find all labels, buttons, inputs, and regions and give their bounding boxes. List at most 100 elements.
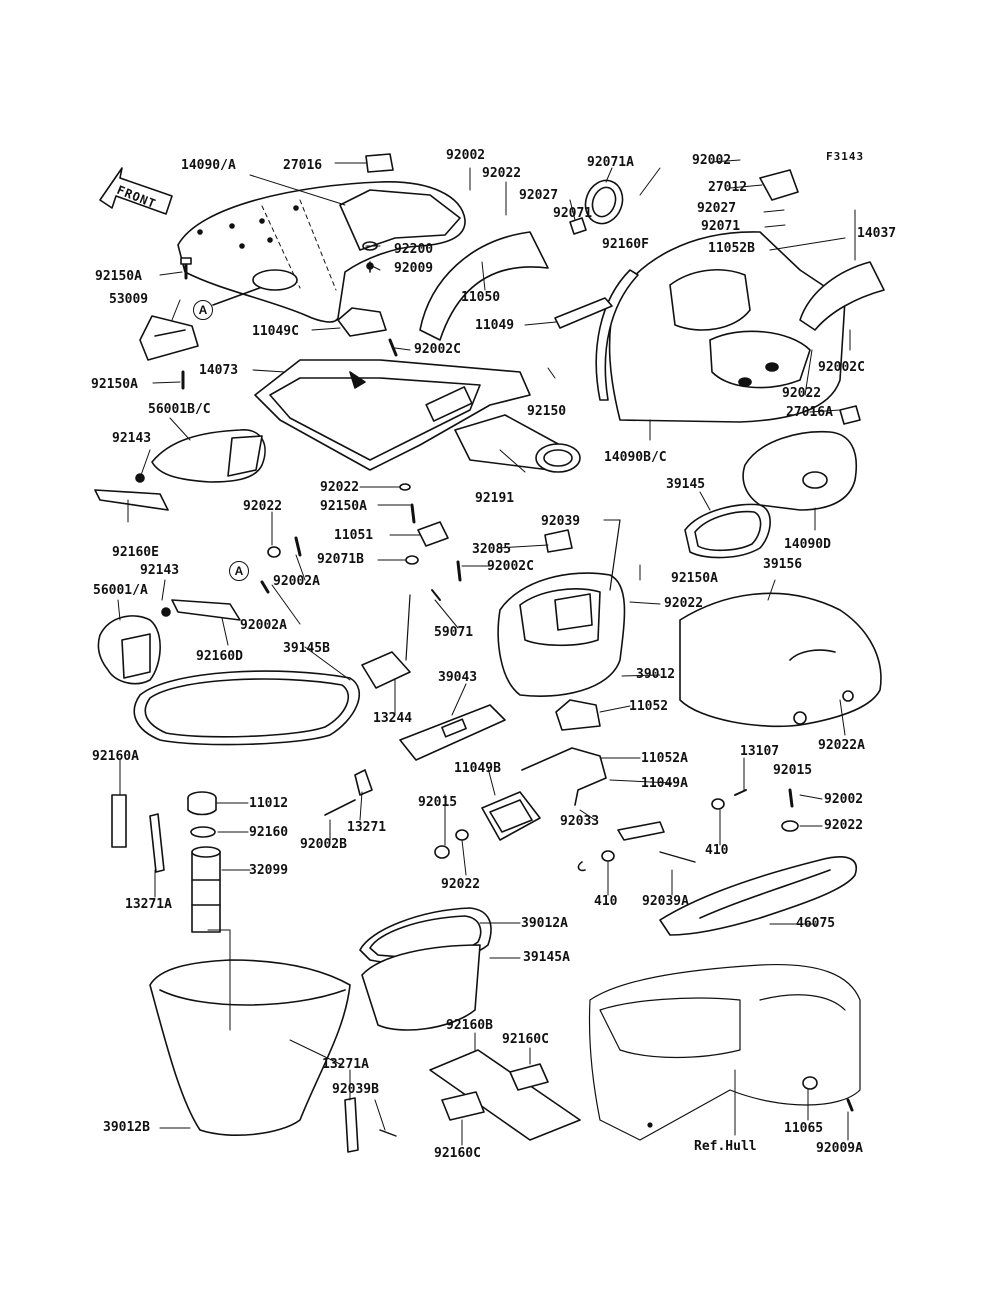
part-number-label: 92022 xyxy=(664,596,704,611)
part-number-label: 11050 xyxy=(461,290,501,305)
part-number-label: 14073 xyxy=(199,363,239,378)
part-number-label: 56001/A xyxy=(93,583,148,598)
box-39012 xyxy=(497,572,626,698)
part-number-label: 14090/A xyxy=(181,158,236,173)
part-number-label: 92002C xyxy=(818,360,865,375)
part-number-label: 14037 xyxy=(857,226,897,241)
bracket-13244 xyxy=(361,651,411,689)
part-number-label: 92002B xyxy=(300,837,347,852)
panel-39156 xyxy=(679,592,882,728)
part-number-label: 92160F xyxy=(602,237,649,252)
latch-53009 xyxy=(139,257,199,390)
part-number-label: 92071A xyxy=(587,155,634,170)
rail-46075 xyxy=(659,856,857,936)
part-number-label: 92002C xyxy=(487,559,534,574)
part-number-label: 39043 xyxy=(438,670,478,685)
bracket-11049 xyxy=(554,297,613,329)
part-number-label: 92002 xyxy=(692,153,732,168)
strap-11050 xyxy=(419,231,549,341)
sheet-92160c-1 xyxy=(509,1063,549,1091)
part-number-label: 92033 xyxy=(560,814,600,829)
part-number-label: 39012A xyxy=(521,916,568,931)
part-number-label: 13271A xyxy=(322,1057,369,1072)
part-number-label: 92027 xyxy=(697,201,737,216)
part-number-label: 11051 xyxy=(334,528,374,543)
part-number-label: 92039 xyxy=(541,514,581,529)
hull-reference xyxy=(588,963,861,1141)
part-number-label: 92150 xyxy=(527,404,567,419)
leader-lines xyxy=(117,159,856,1146)
bracket-11052 xyxy=(555,699,601,731)
part-number-label: 92150A xyxy=(95,269,142,284)
part-number-label: 59071 xyxy=(434,625,474,640)
part-number-label: 92160A xyxy=(92,749,139,764)
part-number-label: 92022 xyxy=(824,818,864,833)
reference-mark-a: A xyxy=(193,300,213,320)
sheet-92160b xyxy=(429,1049,581,1141)
part-number-label: 92015 xyxy=(773,763,813,778)
part-number-label: 92022 xyxy=(482,166,522,181)
part-number-label: 92022 xyxy=(243,499,283,514)
part-number-label: 92200 xyxy=(394,242,434,257)
gasket-39145b xyxy=(133,670,361,746)
part-number-label: 13271 xyxy=(347,820,387,835)
mirror-56001a xyxy=(97,615,161,685)
part-number-label: 92150A xyxy=(671,571,718,586)
part-number-label: 39145A xyxy=(523,950,570,965)
part-number-label: 92002A xyxy=(240,618,287,633)
part-number-label: 32085 xyxy=(472,542,512,557)
part-number-label: 14090D xyxy=(784,537,831,552)
part-number-label: 92160D xyxy=(196,649,243,664)
cap-27016 xyxy=(365,153,394,173)
part-number-label: 92002A xyxy=(273,574,320,589)
part-number-label: 92150A xyxy=(91,377,138,392)
part-number-label: 92002C xyxy=(414,342,461,357)
plate-39043 xyxy=(399,704,506,761)
part-number-label: 92150A xyxy=(320,499,367,514)
figure-code: F3143 xyxy=(826,150,865,163)
part-number-label: 92071B xyxy=(317,552,364,567)
part-number-label: 92022 xyxy=(441,877,481,892)
part-number-label: 39012B xyxy=(103,1120,150,1135)
part-number-label: 39145 xyxy=(666,477,706,492)
strip-92160d xyxy=(171,599,241,621)
bracket-27012 xyxy=(759,169,799,201)
strip-14037 xyxy=(799,261,885,331)
part-number-label: 92039A xyxy=(642,894,689,909)
bracket-11051 xyxy=(417,521,449,547)
part-number-label: 92160C xyxy=(434,1146,481,1161)
part-number-label: 11065 xyxy=(784,1121,824,1136)
part-number-label: 27016A xyxy=(786,405,833,420)
hatch-cover-14090bc xyxy=(608,231,846,423)
seat-cover-14090a xyxy=(177,181,466,323)
strip-92160a xyxy=(111,794,127,848)
part-number-label: 13107 xyxy=(740,744,780,759)
part-number-label: 410 xyxy=(705,843,729,858)
part-number-label: 92160C xyxy=(502,1032,549,1047)
part-number-label: 39012 xyxy=(636,667,676,682)
front-arrow-icon xyxy=(99,167,173,215)
part-number-label: 27012 xyxy=(708,180,748,195)
part-number-label: 11049 xyxy=(475,318,515,333)
part-number-label: 92009 xyxy=(394,261,434,276)
part-number-label: 92027 xyxy=(519,188,559,203)
duct-92191 xyxy=(454,414,581,473)
cover-14090d xyxy=(742,430,857,511)
part-number-label: 92002 xyxy=(824,792,864,807)
part-number-label: 32099 xyxy=(249,863,289,878)
strip-92160e xyxy=(94,489,169,511)
part-number-label: 92160 xyxy=(249,825,289,840)
handle-part xyxy=(252,269,298,291)
storage-tray-14073 xyxy=(254,359,531,471)
bracket-11049b xyxy=(481,791,541,841)
cap-11012 xyxy=(187,791,217,816)
tube-32099 xyxy=(191,846,221,933)
part-number-label: 39145B xyxy=(283,641,330,656)
part-number-label: 27016 xyxy=(283,158,323,173)
part-number-label: 92002 xyxy=(446,148,486,163)
mirror-56001bc xyxy=(151,429,266,483)
part-number-label: 11012 xyxy=(249,796,289,811)
part-number-label: 14090B/C xyxy=(604,450,667,465)
